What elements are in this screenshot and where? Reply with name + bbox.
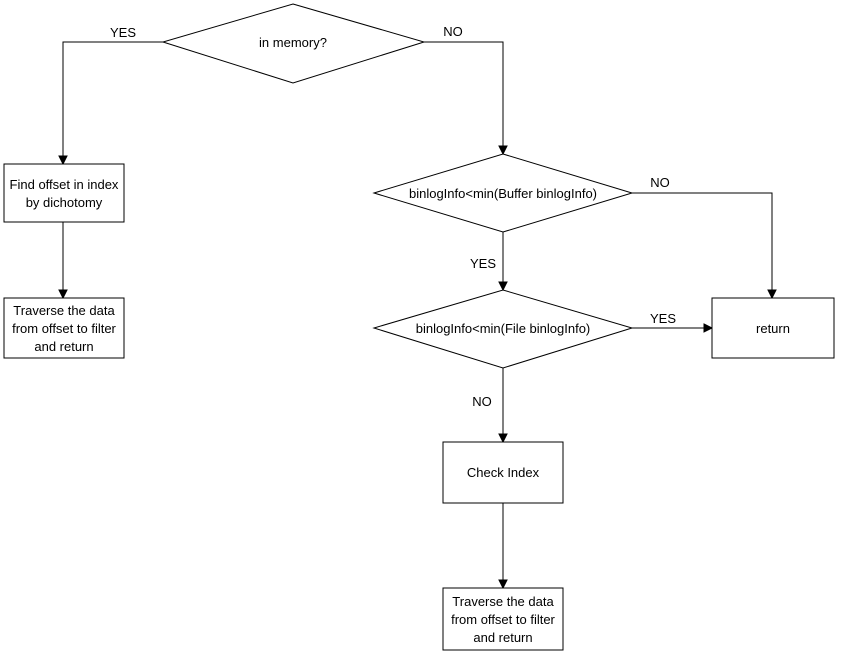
arrowhead-icon <box>767 289 777 300</box>
process-check-index: Check Index <box>442 441 564 504</box>
process-traverse-left: Traverse the data from offset to filter … <box>3 297 125 359</box>
arrowhead-icon <box>58 289 68 300</box>
process-traverse-left-line-3: and return <box>34 339 93 354</box>
edge-label-memory-yes: YES <box>110 25 136 40</box>
edge-label-file-no: NO <box>472 394 492 409</box>
arrowhead-icon <box>498 579 508 590</box>
edge-label-memory-no: NO <box>443 24 463 39</box>
edge-buffer-no <box>632 192 773 290</box>
process-traverse-bottom-line-2: from offset to filter <box>451 612 555 627</box>
process-traverse-left-line-2: from offset to filter <box>12 321 116 336</box>
process-traverse-bottom-line-1: Traverse the data <box>452 594 554 609</box>
edge-memory-no <box>424 41 504 146</box>
arrowhead-icon <box>498 281 508 292</box>
decision-file-check-label: binlogInfo<min(File binlogInfo) <box>416 321 591 336</box>
process-traverse-bottom-line-3: and return <box>473 630 532 645</box>
arrowhead-icon <box>498 145 508 156</box>
decision-in-memory-label: in memory? <box>259 35 327 50</box>
decision-in-memory: in memory? <box>161 3 426 84</box>
process-return-label: return <box>756 321 790 336</box>
arrowhead-icon <box>498 433 508 444</box>
edge-label-file-yes: YES <box>650 311 676 326</box>
process-traverse-bottom: Traverse the data from offset to filter … <box>442 587 564 651</box>
edge-label-buffer-yes: YES <box>470 256 496 271</box>
arrowhead-icon <box>703 323 714 333</box>
edge-label-buffer-no: NO <box>650 175 670 190</box>
process-find-offset: Find offset in index by dichotomy <box>3 163 125 223</box>
process-check-index-label: Check Index <box>467 465 540 480</box>
process-find-offset-line-1: Find offset in index <box>10 177 119 192</box>
process-find-offset-line-2: by dichotomy <box>26 195 103 210</box>
process-return: return <box>711 297 835 359</box>
decision-file-check: binlogInfo<min(File binlogInfo) <box>372 289 634 369</box>
arrowhead-icon <box>58 155 68 166</box>
process-traverse-left-line-1: Traverse the data <box>13 303 115 318</box>
decision-buffer-check: binlogInfo<min(Buffer binlogInfo) <box>372 153 634 233</box>
edge-memory-yes <box>62 41 163 156</box>
decision-buffer-check-label: binlogInfo<min(Buffer binlogInfo) <box>409 186 597 201</box>
